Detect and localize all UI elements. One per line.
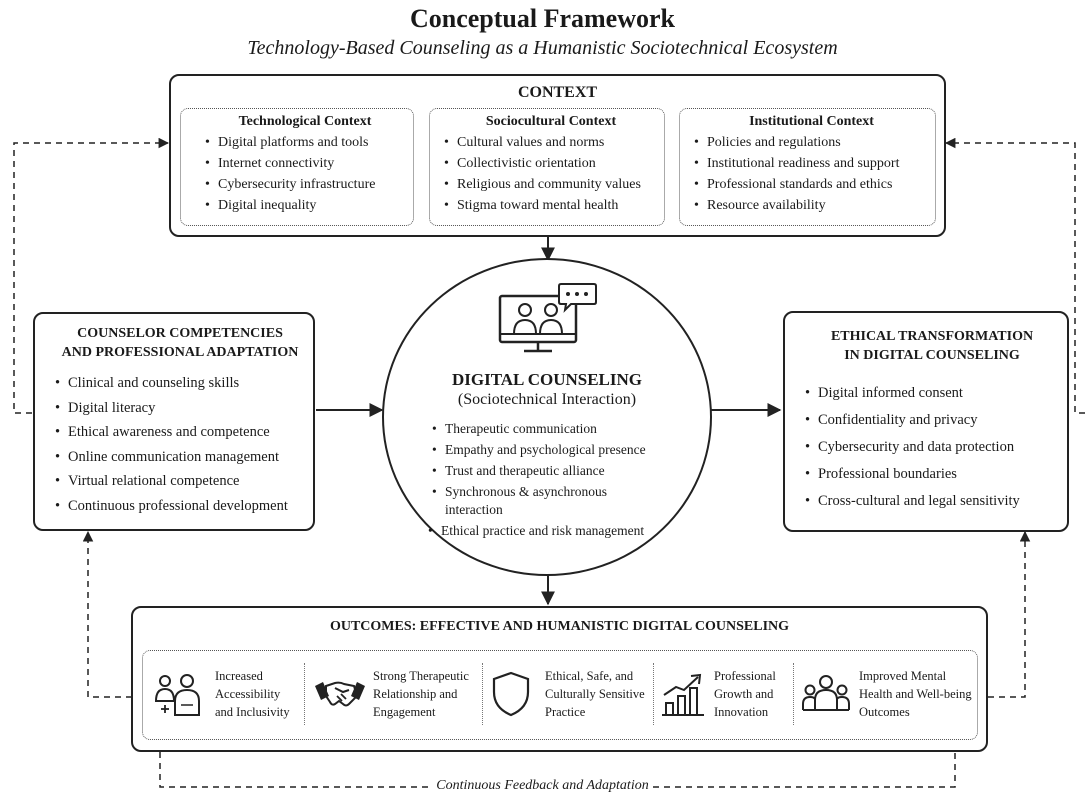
outcomes-box: OUTCOMES: EFFECTIVE AND HUMANISTIC DIGIT… [131,606,988,752]
outcomes-row: Increased Accessibility and Inclusivity … [142,650,978,740]
feedback-left-to-context [13,137,170,414]
list-item: Digital informed consent [805,380,1059,407]
list-item: Resource availability [694,195,929,216]
list-item: Ethical practice and risk management [428,522,691,540]
outcome-label: Increased Accessibility and Inclusivity [215,669,290,719]
page-subtitle: Technology-Based Counseling as a Humanis… [247,37,838,59]
list-item: Virtual relational competence [55,469,305,494]
list-item: Cross-cultural and legal sensitivity [805,488,1059,515]
list-item: Continuous professional development [55,494,305,519]
digital-counseling-heading: DIGITAL COUNSELING [451,370,643,389]
list-item: Trust and therapeutic alliance [432,462,664,480]
list-item: Digital platforms and tools [205,132,405,153]
outcome-divider [653,663,654,725]
outcome-growth: Professional Growth and Innovation [656,651,793,737]
sociocultural-context-heading: Sociocultural Context [485,114,617,129]
technological-context-panel: Technological Context Digital platforms … [180,108,414,226]
list-item: Digital literacy [55,396,305,421]
list-item: Collectivistic orientation [444,153,658,174]
outcome-divider [482,663,483,725]
list-item: Confidentiality and privacy [805,407,1059,434]
ethical-heading-line1: ETHICAL TRANSFORMATION [830,329,1034,344]
video-call-icon [498,283,597,353]
competencies-box: COUNSELOR COMPETENCIES AND PROFESSIONAL … [33,312,315,531]
ethical-heading-line2: IN DIGITAL COUNSELING [844,348,1020,363]
list-item: Professional boundaries [805,461,1059,488]
context-heading: CONTEXT [517,84,598,101]
list-item: Clinical and counseling skills [55,371,305,396]
list-item: Cybersecurity infrastructure [205,174,405,195]
list-item: Religious and community values [444,174,658,195]
list-item: Professional standards and ethics [694,174,929,195]
list-item: Cybersecurity and data protection [805,434,1059,461]
institutional-context-heading: Institutional Context [749,114,874,129]
outcome-divider [793,663,794,725]
feedback-outcomes-to-competencies [82,530,132,698]
growth-chart-icon [662,673,704,716]
ethical-transformation-box: ETHICAL TRANSFORMATION IN DIGITAL COUNSE… [783,311,1069,532]
list-item: Stigma toward mental health [444,195,658,216]
page-title: Conceptual Framework [409,4,675,33]
outcome-label: Strong Therapeutic Relationship and Enga… [373,669,469,719]
outcome-label: Professional Growth and Innovation [714,669,776,719]
outcome-wellbeing: Improved Mental Health and Well-being Ou… [796,651,978,737]
sociocultural-context-panel: Sociocultural Context Cultural values an… [429,108,665,226]
list-item: Online communication management [55,445,305,470]
feedback-outcomes-to-ethical [988,530,1031,698]
list-item: Therapeutic communication [432,420,664,438]
list-item: Synchronous & asynchronous interaction [432,483,664,519]
group-icon [802,675,850,711]
competencies-heading-line1: COUNSELOR COMPETENCIES [77,326,283,341]
outcome-ethical: Ethical, Safe, and Culturally Sensitive … [485,651,653,737]
outcome-label: Ethical, Safe, and Culturally Sensitive … [545,669,645,719]
digital-counseling-subheading: (Sociotechnical Interaction) [457,391,637,408]
list-item: Institutional readiness and support [694,153,929,174]
competencies-heading-line2: AND PROFESSIONAL ADAPTATION [61,345,299,360]
outcome-relationship: Strong Therapeutic Relationship and Enga… [307,651,483,737]
outcomes-heading: OUTCOMES: EFFECTIVE AND HUMANISTIC DIGIT… [329,619,790,634]
list-item: Digital inequality [205,195,405,216]
digital-counseling-circle: DIGITAL COUNSELING (Sociotechnical Inter… [382,258,712,576]
feedback-right-to-context [944,137,1085,414]
list-item: Empathy and psychological presence [432,441,664,459]
handshake-icon [315,681,365,707]
ethical-heading: ETHICAL TRANSFORMATION IN DIGITAL COUNSE… [805,327,1059,365]
shield-icon [492,671,530,717]
list-item: Policies and regulations [694,132,929,153]
list-item: Internet connectivity [205,153,405,174]
outcome-accessibility: Increased Accessibility and Inclusivity [143,651,301,737]
outcome-label: Improved Mental Health and Well-being Ou… [859,669,972,719]
accessibility-people-icon [154,674,200,716]
institutional-context-panel: Institutional Context Policies and regul… [679,108,936,226]
list-item: Ethical awareness and competence [55,420,305,445]
feedback-label-text: Continuous Feedback and Adaptation [432,778,653,793]
context-box: CONTEXT Technological Context Digital pl… [169,74,946,237]
outcome-divider [304,663,305,725]
feedback-label: Continuous Feedback and Adaptation [0,778,1085,794]
technological-context-heading: Technological Context [238,114,372,129]
list-item: Cultural values and norms [444,132,658,153]
competencies-heading: COUNSELOR COMPETENCIES AND PROFESSIONAL … [55,324,305,362]
